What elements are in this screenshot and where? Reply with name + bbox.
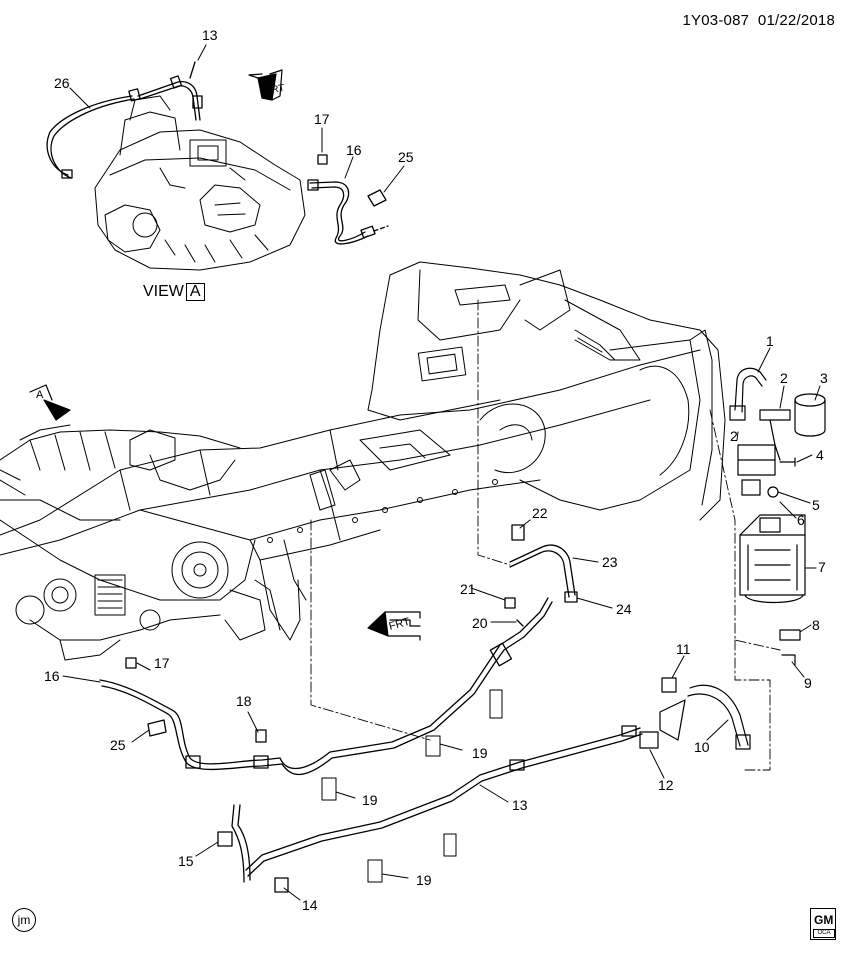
drawing-header: 1Y03-087 01/22/2018	[683, 12, 835, 29]
fuel-vapor-pipes	[99, 524, 643, 893]
callout-1: 1	[766, 333, 774, 349]
callout-19-b: 19	[362, 792, 378, 808]
gm-logo: GM OCA	[810, 908, 836, 940]
callout-8: 8	[812, 617, 820, 633]
callout-2-lower: 2	[730, 428, 738, 444]
callout-14: 14	[302, 897, 318, 913]
callout-16-upper: 16	[346, 142, 362, 158]
engine-main	[0, 424, 266, 661]
callout-11: 11	[676, 641, 691, 657]
frt-label-lower: FRT	[388, 616, 412, 633]
view-letter-box: A	[185, 283, 205, 301]
callout-2-upper: 2	[780, 370, 788, 386]
callout-13-lower: 13	[512, 797, 528, 813]
callout-4: 4	[816, 447, 824, 463]
callout-24: 24	[616, 601, 632, 617]
callout-23: 23	[602, 554, 618, 570]
routing-center-lines	[310, 299, 781, 771]
gm-logo-text: GM	[814, 911, 833, 930]
callout-15: 15	[178, 853, 194, 869]
callout-16-lower: 16	[44, 668, 60, 684]
callout-9: 9	[804, 675, 812, 691]
evap-canister-group	[639, 367, 826, 750]
callout-19-c: 19	[416, 872, 432, 888]
gm-logo-sub: OCA	[813, 929, 835, 938]
callout-22: 22	[532, 505, 548, 521]
callout-17-upper: 17	[314, 111, 330, 127]
callout-25-lower: 25	[110, 737, 126, 753]
callout-10: 10	[694, 739, 710, 755]
drawing-code: 1Y03-087	[682, 12, 750, 29]
artist-mark: jm	[12, 908, 36, 932]
callout-20: 20	[472, 615, 488, 631]
callout-21: 21	[460, 581, 476, 597]
callout-25-upper: 25	[398, 149, 414, 165]
frt-arrow-lower	[367, 611, 421, 641]
leader-lines	[62, 44, 821, 901]
view-a-arrow	[29, 384, 71, 421]
callout-numbers: 13 26 17 16 25 1 2 3 2 4 5 6 7 8 9 11 10…	[44, 27, 828, 913]
callout-7: 7	[818, 559, 826, 575]
view-marker-letter: A	[36, 389, 44, 401]
callout-19-a: 19	[472, 745, 488, 761]
view-a-pipes	[46, 61, 389, 245]
callout-26: 26	[54, 75, 70, 91]
callout-6: 6	[797, 512, 805, 528]
callout-18: 18	[236, 693, 252, 709]
callout-3: 3	[820, 370, 828, 386]
frt-labels: FRT FRT A	[36, 83, 412, 633]
engine-inset	[94, 95, 306, 271]
clips-19	[321, 689, 503, 883]
drawing-date: 01/22/2018	[757, 12, 835, 29]
frt-arrow-upper	[248, 69, 283, 101]
callout-17-lower: 17	[154, 655, 170, 671]
frt-label-upper: FRT	[265, 83, 286, 97]
callout-13-upper: 13	[202, 27, 218, 43]
callout-12: 12	[658, 777, 674, 793]
chassis-body	[0, 261, 726, 641]
callout-5: 5	[812, 497, 820, 513]
